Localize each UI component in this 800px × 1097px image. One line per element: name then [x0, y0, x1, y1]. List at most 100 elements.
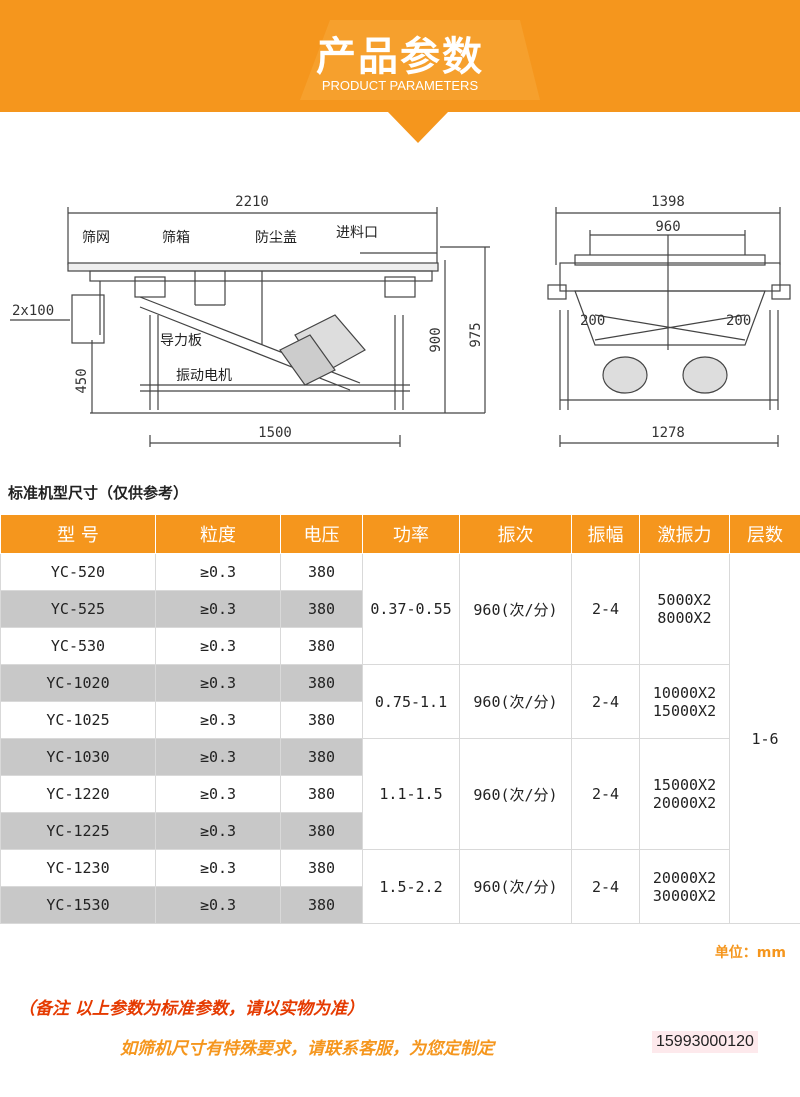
side-dim-inner: 960	[655, 219, 680, 235]
label-feed-inlet: 进料口	[336, 225, 378, 241]
col-header-voltage: 电压	[280, 514, 363, 554]
cell-model: YC-530	[0, 627, 156, 665]
cell-frequency: 960(次/分)	[459, 849, 572, 924]
col-header-amplitude: 振幅	[571, 514, 640, 554]
force-value: 15000X2	[652, 701, 717, 720]
table-row: YC-1530 ≥0.3 380	[0, 886, 800, 924]
front-dim-975: 975	[468, 322, 484, 347]
force-value: 15000X2	[652, 776, 717, 794]
cell-model: YC-1530	[0, 886, 156, 924]
front-dim-total: 2210	[235, 194, 269, 210]
banner-title: 产品参数	[316, 34, 484, 80]
table-row: YC-525 ≥0.3 380	[0, 590, 800, 628]
cell-power: 1.5-2.2	[362, 849, 460, 924]
col-header-power: 功率	[362, 514, 460, 554]
cell-grain: ≥0.3	[155, 738, 281, 776]
label-vibration-motor: 振动电机	[176, 368, 232, 384]
cell-layers: 1-6	[729, 553, 800, 924]
front-dim-inlet: 2x100	[12, 303, 54, 319]
front-dim-base: 1500	[258, 425, 292, 441]
cell-voltage: 380	[280, 701, 363, 739]
technical-drawing: 2210 2x100 450 900 975 1500 筛网 筛箱 防尘盖 进料…	[10, 194, 791, 447]
force-value: 20000X2	[652, 868, 717, 887]
cell-grain: ≥0.3	[155, 627, 281, 665]
cell-voltage: 380	[280, 738, 363, 776]
cell-grain: ≥0.3	[155, 701, 281, 739]
front-dim-450: 450	[74, 368, 90, 393]
cell-grain: ≥0.3	[155, 886, 281, 924]
table-row: YC-1025 ≥0.3 380	[0, 701, 800, 739]
custom-request-note: 如筛机尺寸有特殊要求，请联系客服，为您定制定	[120, 1039, 494, 1059]
side-dim-left: 200	[580, 313, 605, 329]
cell-voltage: 380	[280, 627, 363, 665]
label-screen-box: 筛箱	[162, 230, 190, 246]
table-row: YC-1030 ≥0.3 380 1.1-1.5 960(次/分) 2-4 15…	[0, 738, 800, 850]
cell-voltage: 380	[280, 590, 363, 628]
table-row: YC-520 ≥0.3 380 0.37-0.55 960(次/分) 2-4 5…	[0, 553, 800, 924]
header-banner	[0, 0, 800, 143]
cell-grain: ≥0.3	[155, 590, 281, 628]
col-header-model: 型 号	[0, 514, 156, 554]
label-guide-plate: 导力板	[160, 333, 202, 349]
cell-voltage: 380	[280, 664, 363, 702]
banner-subtitle: PRODUCT PARAMETERS	[321, 78, 479, 93]
cell-voltage: 380	[280, 775, 363, 813]
cell-model: YC-1030	[0, 738, 156, 776]
cell-model: YC-1220	[0, 775, 156, 813]
cell-voltage: 380	[280, 849, 363, 887]
table-row: YC-1020 ≥0.3 380 0.75-1.1 960(次/分) 2-4 1…	[0, 664, 800, 739]
label-dust-cover: 防尘盖	[255, 230, 297, 246]
side-dim-base: 1278	[651, 425, 685, 441]
col-header-frequency: 振次	[459, 514, 572, 554]
cell-frequency: 960(次/分)	[459, 553, 572, 665]
cell-grain: ≥0.3	[155, 664, 281, 702]
table-row: YC-1220 ≥0.3 380	[0, 775, 800, 813]
cell-voltage: 380	[280, 812, 363, 850]
col-header-layers: 层数	[729, 514, 800, 554]
cell-model: YC-1225	[0, 812, 156, 850]
phone-number: 15993000120	[652, 1031, 758, 1053]
force-value: 5000X2	[657, 591, 712, 609]
cell-grain: ≥0.3	[155, 553, 281, 591]
cell-grain: ≥0.3	[155, 812, 281, 850]
side-dim-right: 200	[726, 313, 751, 329]
cell-model: YC-525	[0, 590, 156, 628]
remark-note: （备注 以上参数为标准参数，请以实物为准）	[18, 999, 364, 1019]
cell-model: YC-520	[0, 553, 156, 591]
cell-grain: ≥0.3	[155, 775, 281, 813]
cell-model: YC-1230	[0, 849, 156, 887]
cell-model: YC-1020	[0, 664, 156, 702]
section-title: 标准机型尺寸（仅供参考）	[8, 484, 189, 502]
label-screen-mesh: 筛网	[82, 230, 110, 246]
cell-amplitude: 2-4	[571, 738, 640, 850]
cell-amplitude: 2-4	[571, 553, 640, 665]
force-value: 30000X2	[652, 886, 717, 905]
table-row: YC-1230 ≥0.3 380 1.5-2.2 960(次/分) 2-4 20…	[0, 849, 800, 924]
force-value: 8000X2	[657, 609, 712, 627]
cell-power: 0.75-1.1	[362, 664, 460, 739]
cell-frequency: 960(次/分)	[459, 664, 572, 739]
table-header-row: 型 号 粒度 电压 功率 振次 振幅 激振力 层数	[0, 514, 800, 554]
cell-model: YC-1025	[0, 701, 156, 739]
cell-grain: ≥0.3	[155, 849, 281, 887]
cell-amplitude: 2-4	[571, 849, 640, 924]
cell-frequency: 960(次/分)	[459, 738, 572, 850]
cell-power: 0.37-0.55	[362, 553, 460, 665]
cell-amplitude: 2-4	[571, 664, 640, 739]
col-header-force: 激振力	[639, 514, 730, 554]
col-header-grain: 粒度	[155, 514, 281, 554]
side-dim-total: 1398	[651, 194, 685, 210]
force-value: 10000X2	[652, 683, 717, 702]
cell-voltage: 380	[280, 886, 363, 924]
spec-table: 型 号 粒度 电压 功率 振次 振幅 激振力 层数 YC-520 ≥0.3 38…	[0, 514, 800, 924]
force-value: 20000X2	[652, 794, 717, 812]
cell-voltage: 380	[280, 553, 363, 591]
table-row: YC-530 ≥0.3 380	[0, 627, 800, 665]
cell-power: 1.1-1.5	[362, 738, 460, 850]
front-dim-900: 900	[428, 327, 444, 352]
unit-note: 单位：mm	[714, 945, 786, 961]
